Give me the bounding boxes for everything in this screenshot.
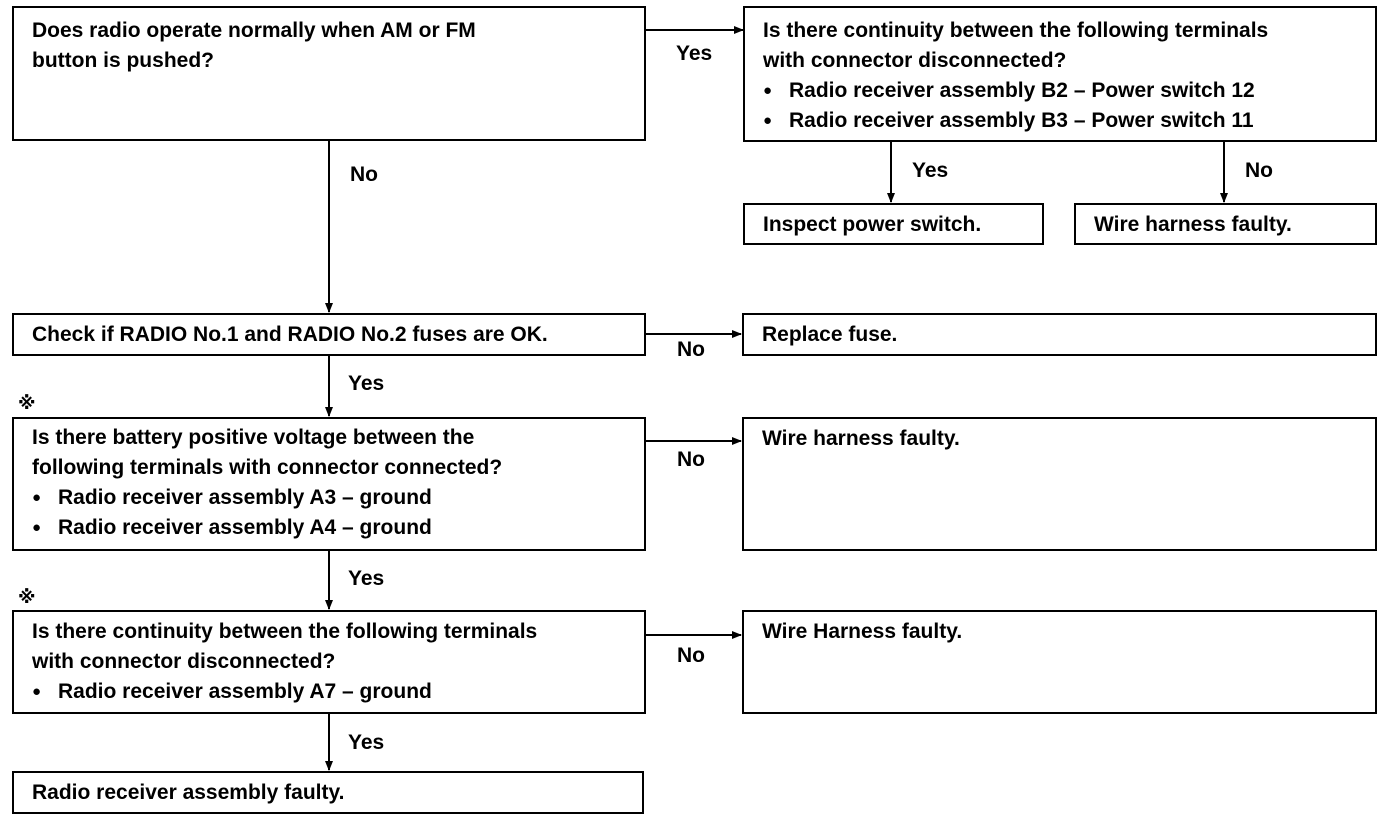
question-text-line: Does radio operate normally when AM or F…	[32, 19, 476, 42]
result-receiver-faulty: Radio receiver assembly faulty.	[12, 771, 644, 814]
edge-label-no: No	[350, 163, 378, 186]
question-ground-continuity: Is there continuity between the followin…	[12, 610, 646, 714]
result-text: Wire harness faulty.	[762, 427, 960, 450]
bullet-item: Radio receiver assembly A4 – ground	[32, 513, 626, 543]
question-text-line: with connector disconnected?	[763, 49, 1067, 72]
check-text: Check if RADIO No.1 and RADIO No.2 fuses…	[32, 323, 548, 346]
bullet-item: Radio receiver assembly A7 – ground	[32, 677, 626, 707]
question-text-line: button is pushed?	[32, 49, 214, 72]
special-mark: ※	[18, 393, 36, 413]
result-text: Inspect power switch.	[763, 213, 982, 236]
edge-label-yes: Yes	[348, 731, 385, 754]
question-text-line: following terminals with connector conne…	[32, 456, 503, 479]
bullet-item: Radio receiver assembly A3 – ground	[32, 483, 626, 513]
question-text-line: Is there continuity between the followin…	[32, 620, 538, 643]
result-wire-harness-faulty: Wire harness faulty.	[742, 417, 1377, 551]
edge-label-no: No	[1245, 159, 1273, 182]
edge-label-yes: Yes	[912, 159, 949, 182]
result-text: Wire Harness faulty.	[762, 620, 963, 643]
result-replace-fuse: Replace fuse.	[742, 313, 1377, 356]
question-text-line: Is there continuity between the followin…	[763, 19, 1269, 42]
edge-label-no: No	[677, 448, 705, 471]
special-mark: ※	[18, 587, 36, 607]
edge-label-yes: Yes	[676, 42, 713, 65]
result-text: Wire harness faulty.	[1094, 213, 1292, 236]
result-wire-harness-faulty: Wire harness faulty.	[1074, 203, 1377, 245]
question-text-line: Is there battery positive voltage betwee…	[32, 426, 475, 449]
edge-label-yes: Yes	[348, 567, 385, 590]
edge-label-yes: Yes	[348, 372, 385, 395]
bullet-item: Radio receiver assembly B3 – Power switc…	[763, 106, 1357, 136]
result-inspect-power-switch: Inspect power switch.	[743, 203, 1044, 245]
edge-label-no: No	[677, 644, 705, 667]
result-text: Radio receiver assembly faulty.	[32, 781, 345, 804]
question-power-switch-continuity: Is there continuity between the followin…	[743, 6, 1377, 142]
result-wire-harness-faulty: Wire Harness faulty.	[742, 610, 1377, 714]
question-battery-voltage: Is there battery positive voltage betwee…	[12, 417, 646, 551]
question-text-line: with connector disconnected?	[32, 650, 336, 673]
question-radio-operation: Does radio operate normally when AM or F…	[12, 6, 646, 141]
check-fuses: Check if RADIO No.1 and RADIO No.2 fuses…	[12, 313, 646, 356]
result-text: Replace fuse.	[762, 323, 898, 346]
edge-label-no: No	[677, 338, 705, 361]
bullet-item: Radio receiver assembly B2 – Power switc…	[763, 76, 1357, 106]
